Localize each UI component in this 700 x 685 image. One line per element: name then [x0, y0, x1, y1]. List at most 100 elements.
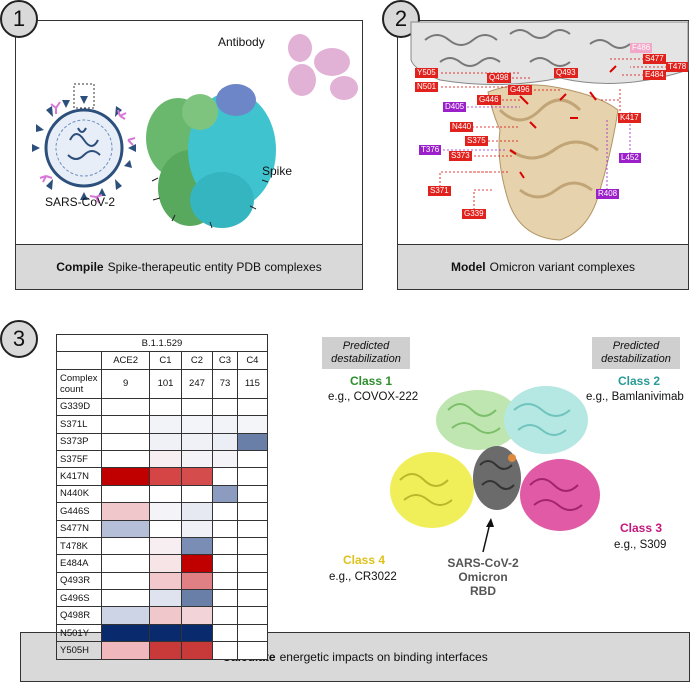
rbd-arrow: [482, 518, 494, 553]
complex-count-cell: 115: [236, 368, 269, 399]
table-row: N501Y: [56, 623, 269, 643]
heatmap-cell: [180, 536, 214, 556]
heatmap-cell: [180, 623, 214, 643]
residue-label-s375: S375: [465, 136, 488, 146]
heatmap-cell: [236, 589, 269, 608]
heatmap-cell: [212, 589, 238, 608]
caption-bold: Model: [450, 260, 486, 274]
heatmap-cell: [180, 397, 214, 417]
heatmap-cell: [212, 623, 238, 643]
heatmap-cell: [149, 484, 182, 504]
heatmap-cell: [212, 467, 238, 486]
heatmap-cell: [212, 449, 238, 469]
column-header: C3: [212, 351, 238, 370]
mutation-sticks: [509, 65, 617, 179]
spike-protein-icon: [146, 84, 276, 229]
heatmap-cell: [180, 641, 214, 660]
heatmap-cell: [212, 571, 238, 591]
table-row: Y505H: [56, 641, 269, 660]
heatmap-cell: [180, 606, 214, 625]
class-2-label: Class 2: [618, 374, 661, 388]
predicted-destabilization-right: Predicted destabilization: [592, 337, 680, 369]
heatmap-cell: [149, 415, 182, 434]
predicted-destabilization-left: Predicted destabilization: [322, 337, 410, 369]
heatmap-cell: [100, 519, 151, 538]
heatmap-cell: [236, 432, 269, 451]
table-row: G496S: [56, 589, 269, 608]
class-4-example: e.g., CR3022: [329, 571, 397, 583]
heatmap-cell: [100, 484, 151, 504]
column-header: C4: [236, 351, 269, 370]
heatmap-cell: [149, 623, 182, 643]
residue-label-f486: F486: [630, 43, 653, 53]
residue-label-e484: E484: [643, 70, 666, 80]
heatmap-cell: [236, 397, 269, 417]
complex-count-cell: 247: [180, 368, 214, 399]
heatmap-cell: [100, 641, 151, 660]
heatmap-cell: [236, 554, 269, 573]
residue-label-s477: S477: [643, 54, 666, 64]
class-2-example: e.g., Bamlanivimab: [586, 391, 684, 403]
table-row: Q498R: [56, 606, 269, 625]
heatmap-cell: [180, 467, 214, 486]
heatmap-cell: [212, 641, 238, 660]
class-4-label: Class 4: [343, 553, 386, 567]
residue-label-q493: Q493: [554, 68, 578, 78]
residue-label-l452: L452: [619, 153, 641, 163]
heatmap-cell: [180, 519, 214, 538]
caption-text: Spike-therapeutic entity PDB complexes: [107, 260, 322, 274]
class4-antibody-structure: [390, 452, 474, 528]
table-row: S371L: [56, 415, 269, 434]
heatmap-cell: [180, 415, 214, 434]
residue-label-n440: N440: [450, 122, 474, 132]
residue-label-d405: D405: [443, 102, 467, 112]
caption-text: Omicron variant complexes: [489, 260, 636, 274]
virus-label: SARS-CoV-2: [45, 195, 116, 209]
class-3-example: e.g., S309: [614, 539, 667, 551]
table-row: Q493R: [56, 571, 269, 591]
heatmap-cell: [100, 467, 151, 486]
class1-antibody-structure: [436, 390, 520, 450]
class-1-label: Class 1: [350, 374, 393, 388]
heatmap-cell: [100, 449, 151, 469]
heatmap-cell: [212, 415, 238, 434]
heatmap-cell: [100, 432, 151, 451]
complex-count-label-line-1: Complex: [60, 372, 98, 384]
rbd-label-line-1: SARS-CoV-2: [447, 556, 519, 570]
spike-label: Spike: [262, 164, 293, 178]
panel-number-3: 3: [0, 320, 38, 358]
residue-label-s371: S371: [428, 186, 451, 196]
caption-text: energetic impacts on binding interfaces: [279, 650, 488, 664]
rbd-structure: [487, 84, 619, 241]
virus-icon: [32, 83, 136, 204]
residue-label-t478: T478: [666, 62, 689, 72]
heatmap-cell: [180, 502, 214, 521]
rbd-label: SARS-CoV-2 Omicron RBD: [438, 556, 528, 598]
residue-label-g496: G496: [508, 85, 532, 95]
heatmap-cell: [212, 432, 238, 451]
heatmap-cell: [180, 484, 214, 504]
table-row: G446S: [56, 502, 269, 521]
residue-label-y505: Y505: [415, 68, 438, 78]
class-3-label: Class 3: [620, 521, 663, 535]
residue-label-t376: T376: [419, 145, 442, 155]
table-row: G339D: [56, 397, 269, 417]
complex-count-cell: 73: [212, 368, 238, 399]
heatmap-cell: [100, 502, 151, 521]
panel-number-2: 2: [382, 0, 420, 38]
heatmap-cell: [100, 606, 151, 625]
heatmap-cell: [212, 606, 238, 625]
residue-label-k417: K417: [618, 113, 641, 123]
class-1-example: e.g., COVOX-222: [328, 391, 419, 403]
residue-label-r408: R408: [596, 189, 620, 199]
antibody-label: Antibody: [218, 35, 265, 49]
